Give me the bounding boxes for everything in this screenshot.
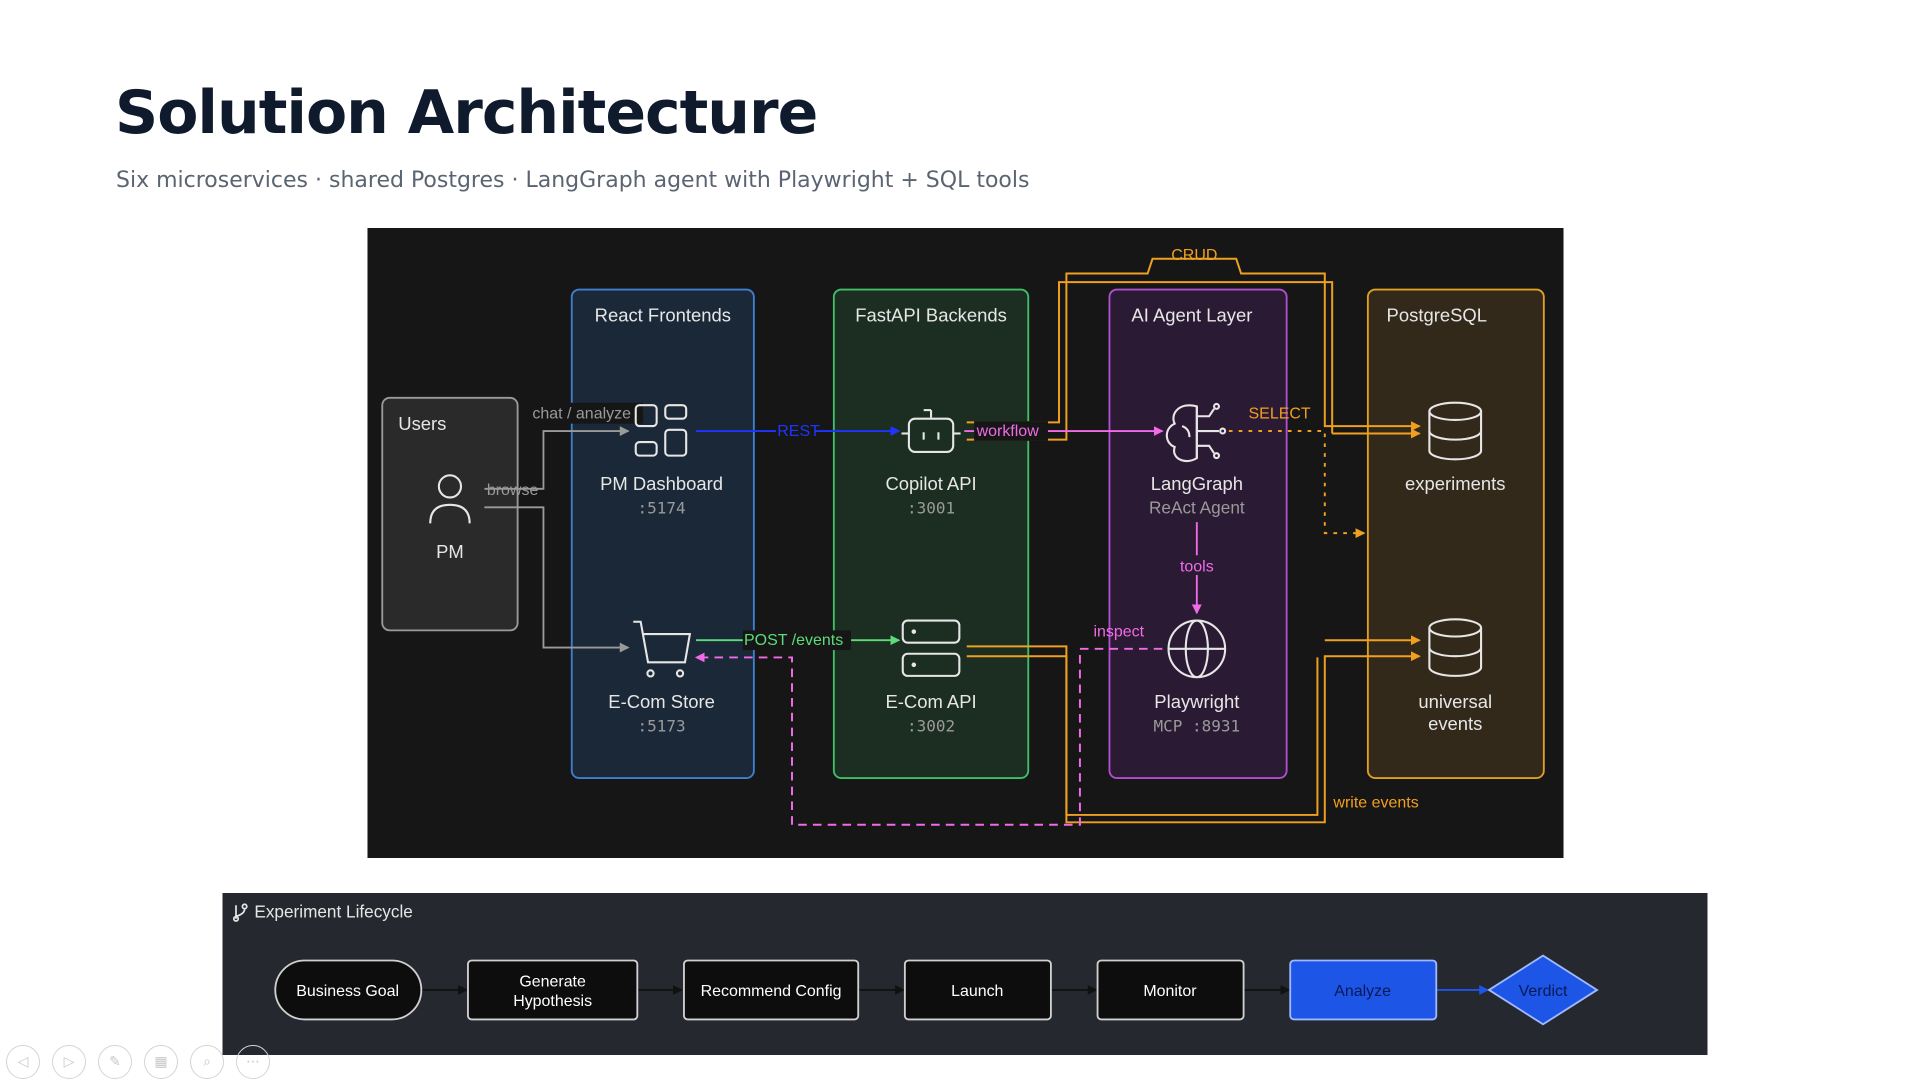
node-langgraph-label: LangGraph [1151,473,1243,494]
node-experiments-label: experiments [1405,473,1505,494]
node-copilot-api: Copilot API :3001 [885,409,977,517]
lifecycle-title: Experiment Lifecycle [254,902,412,922]
backends-panel-title: FastAPI Backends [855,305,1007,326]
page-subtitle: Six microservices · shared Postgres · La… [116,168,1030,193]
node-playwright-label: Playwright [1154,691,1239,712]
label-crud: CRUD [1171,247,1217,264]
person-icon [429,474,471,524]
node-langgraph: LangGraph ReAct Agent [1149,402,1245,517]
label-tools: tools [1180,558,1214,575]
dashboard-icon [634,404,688,457]
svg-text:Business Goal: Business Goal [296,983,399,1000]
lifecycle-step-generate-hypothesis: Generate Hypothesis [467,959,639,1021]
database-icon [1428,618,1483,677]
node-langgraph-sub: ReAct Agent [1149,497,1245,517]
label-post-events: POST /events [744,632,843,649]
node-universal-events-line1: universal [1418,691,1492,712]
lifecycle-step-monitor: Monitor [1096,959,1245,1021]
label-write-events: write events [1332,795,1418,812]
svg-text:Monitor: Monitor [1143,983,1197,1000]
svg-text:Recommend Config: Recommend Config [701,983,842,1000]
branch-icon [232,903,248,922]
lifecycle-step-launch: Launch [903,959,1052,1021]
users-panel: Users [381,396,519,632]
node-ecom-store-label: E-Com Store [608,691,715,712]
node-ecom-api-label: E-Com API [885,691,976,712]
edge-inspect [694,647,1163,826]
edge-write-events-2 [966,645,1319,816]
node-pm-dashboard: PM Dashboard :5174 [600,404,723,517]
brain-circuit-icon [1165,402,1227,463]
server-icon [901,619,961,677]
node-pm: PM [429,474,471,562]
globe-icon [1167,619,1227,679]
page-title: Solution Architecture [115,78,818,148]
node-ecom-api: E-Com API :3002 [885,619,977,735]
edge-write-events [966,651,1421,824]
lifecycle-step-business-goal: Business Goal [274,959,423,1021]
node-ecom-store: E-Com Store :5173 [608,620,715,735]
node-pm-label: PM [436,541,464,562]
database-icon [1428,401,1483,461]
agent-panel-title: AI Agent Layer [1131,305,1252,326]
slideshow-controls: ◁ ▷ ✎ ▦ ⌕ ⋯ [6,1045,270,1079]
label-browse: browse [487,482,539,499]
node-universal-events: universal events [1418,618,1492,734]
edge-crud [966,257,1421,441]
arrow-left-icon[interactable]: ◁ [6,1045,40,1079]
svg-text:Generate: Generate [519,973,586,990]
more-icon[interactable]: ⋯ [236,1045,270,1079]
users-panel-title: Users [398,413,446,434]
svg-text:Verdict: Verdict [1519,983,1568,1000]
node-pm-dashboard-label: PM Dashboard [600,473,723,494]
node-playwright: Playwright MCP :8931 [1154,619,1241,735]
node-experiments: experiments [1405,401,1505,494]
ai-agent-layer-panel: AI Agent Layer [1108,288,1288,779]
node-universal-events-line2: events [1428,713,1482,734]
node-pm-dashboard-port: :5174 [638,498,686,517]
lifecycle-step-recommend-config: Recommend Config [683,959,860,1021]
label-rest: REST [777,423,820,440]
edge-chat-analyze [484,426,630,490]
node-copilot-api-port: :3001 [907,498,955,517]
frontends-panel-title: React Frontends [595,305,731,326]
db-panel-title: PostgreSQL [1387,305,1487,326]
zoom-icon[interactable]: ⌕ [190,1045,224,1079]
svg-text:Analyze: Analyze [1334,983,1391,1000]
lifecycle-step-analyze: Analyze [1289,959,1438,1021]
node-ecom-store-port: :5173 [638,716,686,735]
experiment-lifecycle-diagram: Experiment Lifecycle Business Goal Gener… [222,893,1708,1055]
label-workflow: workflow [976,423,1040,440]
label-inspect: inspect [1093,624,1144,641]
node-ecom-api-port: :3002 [907,716,955,735]
slides-icon[interactable]: ▦ [144,1045,178,1079]
lifecycle-step-verdict: Verdict [1487,954,1599,1026]
shopping-cart-icon [633,620,692,678]
node-copilot-api-label: Copilot API [885,473,976,494]
arrow-right-icon[interactable]: ▷ [52,1045,86,1079]
svg-text:Launch: Launch [951,983,1003,1000]
node-playwright-sub: MCP :8931 [1154,716,1241,735]
pen-icon[interactable]: ✎ [98,1045,132,1079]
architecture-diagram: Users React Frontends FastAPI Backends A… [367,228,1564,858]
edge-browse [484,506,630,653]
edge-select [1228,430,1366,539]
svg-text:Hypothesis: Hypothesis [513,993,592,1010]
label-chat-analyze: chat / analyze [532,406,631,423]
bot-icon [901,409,961,453]
label-select: SELECT [1249,406,1311,423]
